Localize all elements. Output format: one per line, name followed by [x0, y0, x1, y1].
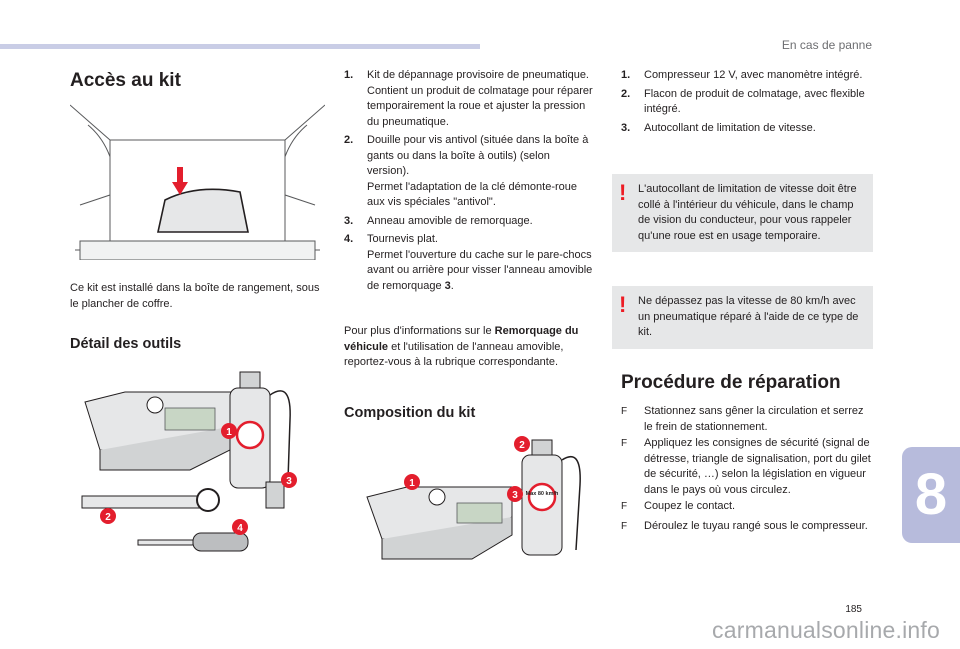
towing-info-text: Pour plus d'informations sur le Remorqua…	[344, 325, 579, 368]
chapter-tab	[902, 447, 960, 543]
callout-4-badge: 4	[232, 519, 248, 535]
sticker-warning-box: ! L'autocollant de limitation de vitesse…	[612, 174, 873, 252]
list-item: 1. Kit de dépannage provisoire de pneuma…	[344, 69, 593, 128]
trunk-illustration	[70, 104, 325, 260]
tools-list: 1. Kit de dépannage provisoire de pneuma…	[344, 68, 594, 297]
down-arrow-icon	[172, 167, 188, 195]
svg-text:1: 1	[226, 427, 232, 438]
bullet-icon: F	[621, 438, 628, 449]
page-number: 185	[845, 604, 862, 615]
callout-3-badge: 3	[507, 486, 523, 502]
bullet-icon: F	[621, 406, 628, 417]
list-item: 2.Flacon de produit de colmatage, avec f…	[621, 87, 865, 116]
compressor-image	[84, 391, 241, 471]
compressor-image	[366, 486, 513, 560]
list-item: 3.Autocollant de limitation de vitesse.	[621, 121, 816, 134]
sealant-bottle-image: Max 80 km/h	[521, 439, 581, 556]
kit-components-list: 1.Compresseur 12 V, avec manomètre intég…	[621, 68, 871, 139]
tools-illustration: 1 2 3 4	[81, 371, 297, 552]
repair-procedure-title: Procédure de réparation	[621, 372, 841, 393]
svg-text:4: 4	[237, 523, 243, 534]
tools-detail-title: Détail des outils	[70, 336, 182, 352]
list-item: 4. Tournevis plat. Permet l'ouverture du…	[344, 233, 593, 292]
svg-text:3: 3	[512, 490, 518, 501]
kit-location-text: Ce kit est installé dans la boîte de ran…	[70, 282, 320, 310]
warning-icon: !	[619, 180, 627, 205]
screwdriver-image	[137, 532, 249, 552]
list-item: 3. Anneau amovible de remorquage.	[344, 214, 533, 227]
wheel-brace-image	[81, 488, 220, 512]
svg-text:3: 3	[286, 476, 292, 487]
callout-1-badge: 1	[404, 474, 420, 490]
kit-composition-title: Composition du kit	[344, 405, 476, 421]
warning-icon: !	[619, 292, 627, 317]
list-item: 2. Douille pour vis antivol (située dans…	[344, 134, 589, 208]
speed-sticker-label: Max 80 km/h	[526, 491, 559, 497]
callout-2-badge: 2	[514, 436, 530, 452]
chapter-number: 8	[914, 462, 948, 527]
section-title: En cas de panne	[781, 38, 872, 52]
callout-3-badge: 3	[281, 472, 297, 488]
callout-2-badge: 2	[100, 508, 116, 524]
kit-composition-illustration: Max 80 km/h 1 2 3	[366, 436, 581, 560]
speed-warning-box: ! Ne dépassez pas la vitesse de 80 km/h …	[612, 286, 873, 349]
callout-1-badge: 1	[221, 423, 237, 439]
watermark: carmanualsonline.info	[712, 617, 940, 643]
bullet-icon: F	[621, 520, 628, 532]
socket-image	[265, 481, 285, 509]
bullet-icon: F	[621, 501, 628, 512]
sealant-bottle-image	[229, 371, 291, 489]
svg-text:1: 1	[409, 478, 415, 489]
kit-access-title: Accès au kit	[70, 70, 181, 91]
svg-text:2: 2	[105, 512, 111, 523]
header-bar	[0, 44, 480, 49]
list-item: 1.Compresseur 12 V, avec manomètre intég…	[621, 69, 863, 81]
svg-text:2: 2	[519, 440, 525, 451]
